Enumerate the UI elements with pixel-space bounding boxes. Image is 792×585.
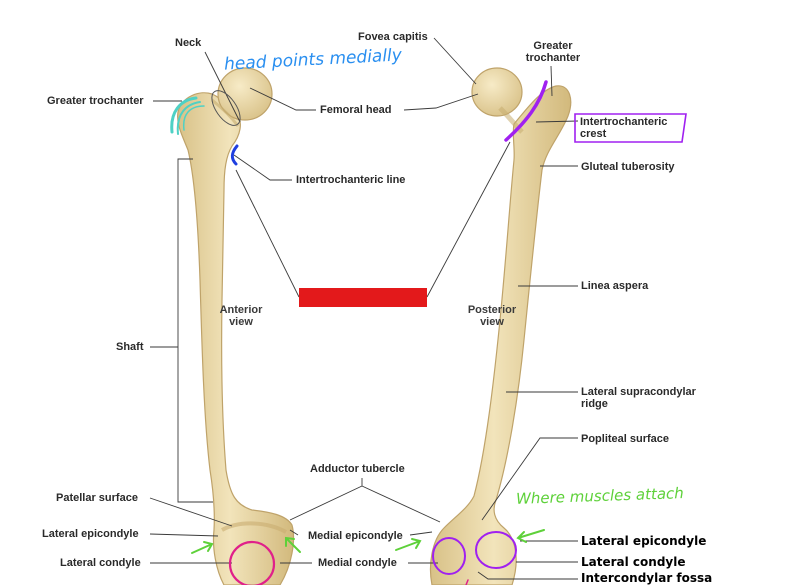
- redaction-bar: [299, 288, 427, 307]
- label-adductor-tubercle: Adductor tubercle: [310, 463, 405, 475]
- label-patellar-surface: Patellar surface: [56, 492, 138, 504]
- green-arrow-left-1: [191, 541, 214, 554]
- magenta-tick-mark: [465, 579, 469, 585]
- anterior-view-line2: view: [229, 316, 253, 328]
- teal-greater-trochanter-mark: [170, 96, 198, 134]
- label-gluteal-tuberosity: Gluteal tuberosity: [581, 161, 675, 173]
- label-medial-epicondyle: Medial epicondyle: [308, 530, 403, 542]
- label-lateral-epicondyle-left: Lateral epicondyle: [42, 528, 139, 540]
- label-greater-trochanter-right-line1: Greater: [533, 40, 573, 52]
- label-lateral-supracondylar-ridge-line2: ridge: [581, 398, 608, 410]
- label-greater-trochanter-left: Greater trochanter: [47, 95, 144, 107]
- anterior-view-label: Anterior view: [212, 304, 270, 328]
- leader-femoral-head: [249, 87, 316, 111]
- green-arrow-left-2: [285, 536, 301, 553]
- teal-greater-trochanter-mark-2: [176, 101, 201, 135]
- label-greater-trochanter-right-line2: trochanter: [525, 52, 581, 64]
- leader-fovea-capitis: [433, 37, 477, 85]
- leader-medial-epicondyle: [289, 529, 299, 536]
- leader-patellar-surface: [149, 497, 233, 527]
- posterior-femur: [429, 67, 572, 585]
- leader-popliteal-surface: [481, 437, 578, 521]
- leader-adductor-tubercle-a: [289, 478, 363, 521]
- label-fovea-capitis: Fovea capitis: [358, 31, 428, 43]
- purple-lateral-condyle-circle: [475, 531, 517, 569]
- neck-circle-mark: [211, 90, 241, 126]
- green-arrow-right-1: [395, 538, 422, 551]
- label-intertrochanteric-line: Intertrochanteric line: [296, 174, 406, 186]
- label-lateral-supracondylar-ridge: Lateral supracondylar ridge: [581, 386, 696, 410]
- annotation-highlights: [170, 80, 687, 585]
- leader-redbar-left: [235, 169, 300, 298]
- label-intertrochanteric-crest: Intertrochanteric crest: [580, 116, 667, 140]
- posterior-femoral-head: [471, 67, 523, 117]
- label-linea-aspera: Linea aspera: [581, 280, 649, 292]
- label-intercondylar-fossa: Intercondylar fossa: [581, 571, 713, 585]
- teal-greater-trochanter-mark-3: [182, 105, 205, 131]
- posterior-femur-bone: [429, 85, 572, 585]
- leader-neck: [204, 51, 241, 123]
- anterior-femoral-head: [217, 67, 273, 121]
- posterior-view-label: Posterior view: [460, 304, 524, 328]
- leader-intertrochanteric-crest: [535, 120, 579, 123]
- purple-intertrochanteric-crest-mark: [504, 80, 548, 142]
- anterior-femur: [177, 67, 295, 585]
- anterior-condyle-shading: [221, 521, 287, 534]
- label-medial-condyle: Medial condyle: [318, 557, 397, 569]
- label-neck: Neck: [175, 37, 202, 49]
- leader-redbar-right: [426, 141, 511, 298]
- anterior-view-line1: Anterior: [219, 304, 263, 316]
- purple-crest-box: [574, 113, 687, 143]
- label-lateral-condyle-left: Lateral condyle: [60, 557, 141, 569]
- label-lateral-epicondyle-right: Lateral epicondyle: [581, 534, 707, 548]
- leader-adductor-tubercle-b: [361, 485, 441, 523]
- green-arrow-right-2: [516, 529, 545, 543]
- label-greater-trochanter-right: Greater trochanter: [520, 40, 586, 64]
- label-shaft: Shaft: [116, 341, 144, 353]
- label-popliteal-surface: Popliteal surface: [581, 433, 670, 445]
- leader-femoral-head-right: [403, 93, 479, 111]
- label-intertrochanteric-crest-line2: crest: [580, 128, 607, 140]
- leader-greater-trochanter-right: [550, 65, 553, 97]
- posterior-neck: [498, 106, 524, 134]
- blue-intertrochanteric-line-mark: [230, 144, 239, 166]
- purple-medial-condyle-circle: [432, 537, 466, 575]
- label-lateral-condyle-right: Lateral condyle: [581, 555, 686, 569]
- magenta-condyle-circle: [228, 540, 276, 585]
- posterior-view-line2: view: [480, 316, 504, 328]
- label-intertrochanteric-crest-line1: Intertrochanteric: [580, 116, 668, 128]
- label-lateral-supracondylar-ridge-line1: Lateral supracondylar: [581, 386, 696, 398]
- leader-lateral-epicondyle-left: [149, 533, 219, 537]
- posterior-view-line1: Posterior: [467, 304, 517, 316]
- anterior-neck-shading: [211, 98, 240, 127]
- leader-intertrochanteric-line: [233, 154, 292, 181]
- leader-medial-epicondyle-right: [409, 531, 433, 536]
- leader-lines: [149, 37, 579, 580]
- anterior-femur-bone: [177, 92, 295, 585]
- label-femoral-head: Femoral head: [320, 104, 392, 116]
- leader-intercondylar-fossa: [477, 571, 578, 580]
